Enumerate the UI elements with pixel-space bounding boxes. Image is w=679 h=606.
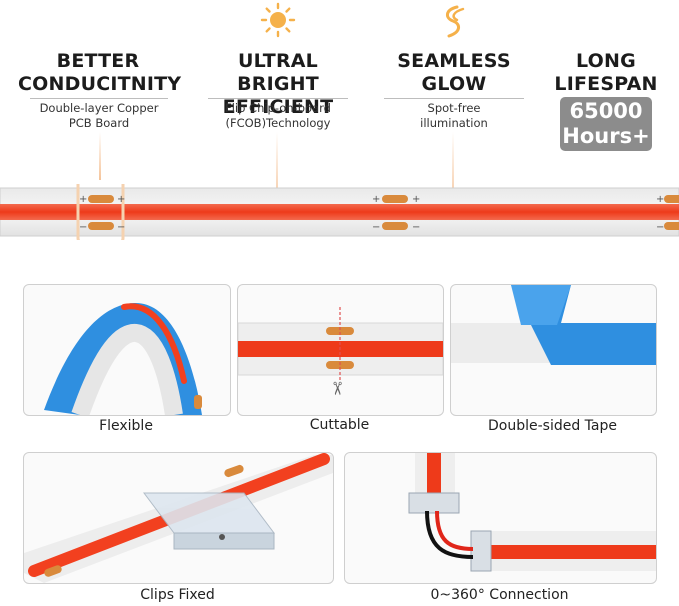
divider <box>30 98 168 99</box>
plus-sign: + <box>372 194 381 205</box>
minus-sign: − <box>372 222 381 233</box>
plus-sign: + <box>79 194 88 205</box>
caption-clips: Clips Fixed <box>140 587 215 603</box>
minus-sign: − <box>117 222 126 233</box>
minus-sign: − <box>79 222 88 233</box>
caption-flexible: Flexible <box>99 418 153 434</box>
pointer-line <box>99 132 101 180</box>
panel-connection <box>344 452 657 584</box>
wave-icon <box>437 4 469 40</box>
divider <box>384 98 524 99</box>
led-strip <box>0 176 679 246</box>
plus-sign: + <box>117 194 126 205</box>
sun-icon <box>260 2 296 38</box>
scissors-icon: ✂ <box>326 380 348 397</box>
minus-sign: − <box>412 222 421 233</box>
feature-sub-bright: Flip Chip-on-board(FCOB)Technology <box>225 101 331 130</box>
panel-tape <box>450 284 657 416</box>
plus-sign: + <box>656 194 665 205</box>
panel-clips <box>23 452 334 584</box>
plus-sign: + <box>412 194 421 205</box>
divider <box>208 98 348 99</box>
pointer-line <box>452 132 454 210</box>
panel-flexible <box>23 284 231 416</box>
pointer-line <box>276 132 278 210</box>
caption-connection: 0~360° Connection <box>430 587 569 603</box>
caption-tape: Double-sided Tape <box>488 418 617 434</box>
minus-sign: − <box>656 222 665 233</box>
caption-cuttable: Cuttable <box>309 417 370 433</box>
panel-cuttable <box>237 284 444 416</box>
